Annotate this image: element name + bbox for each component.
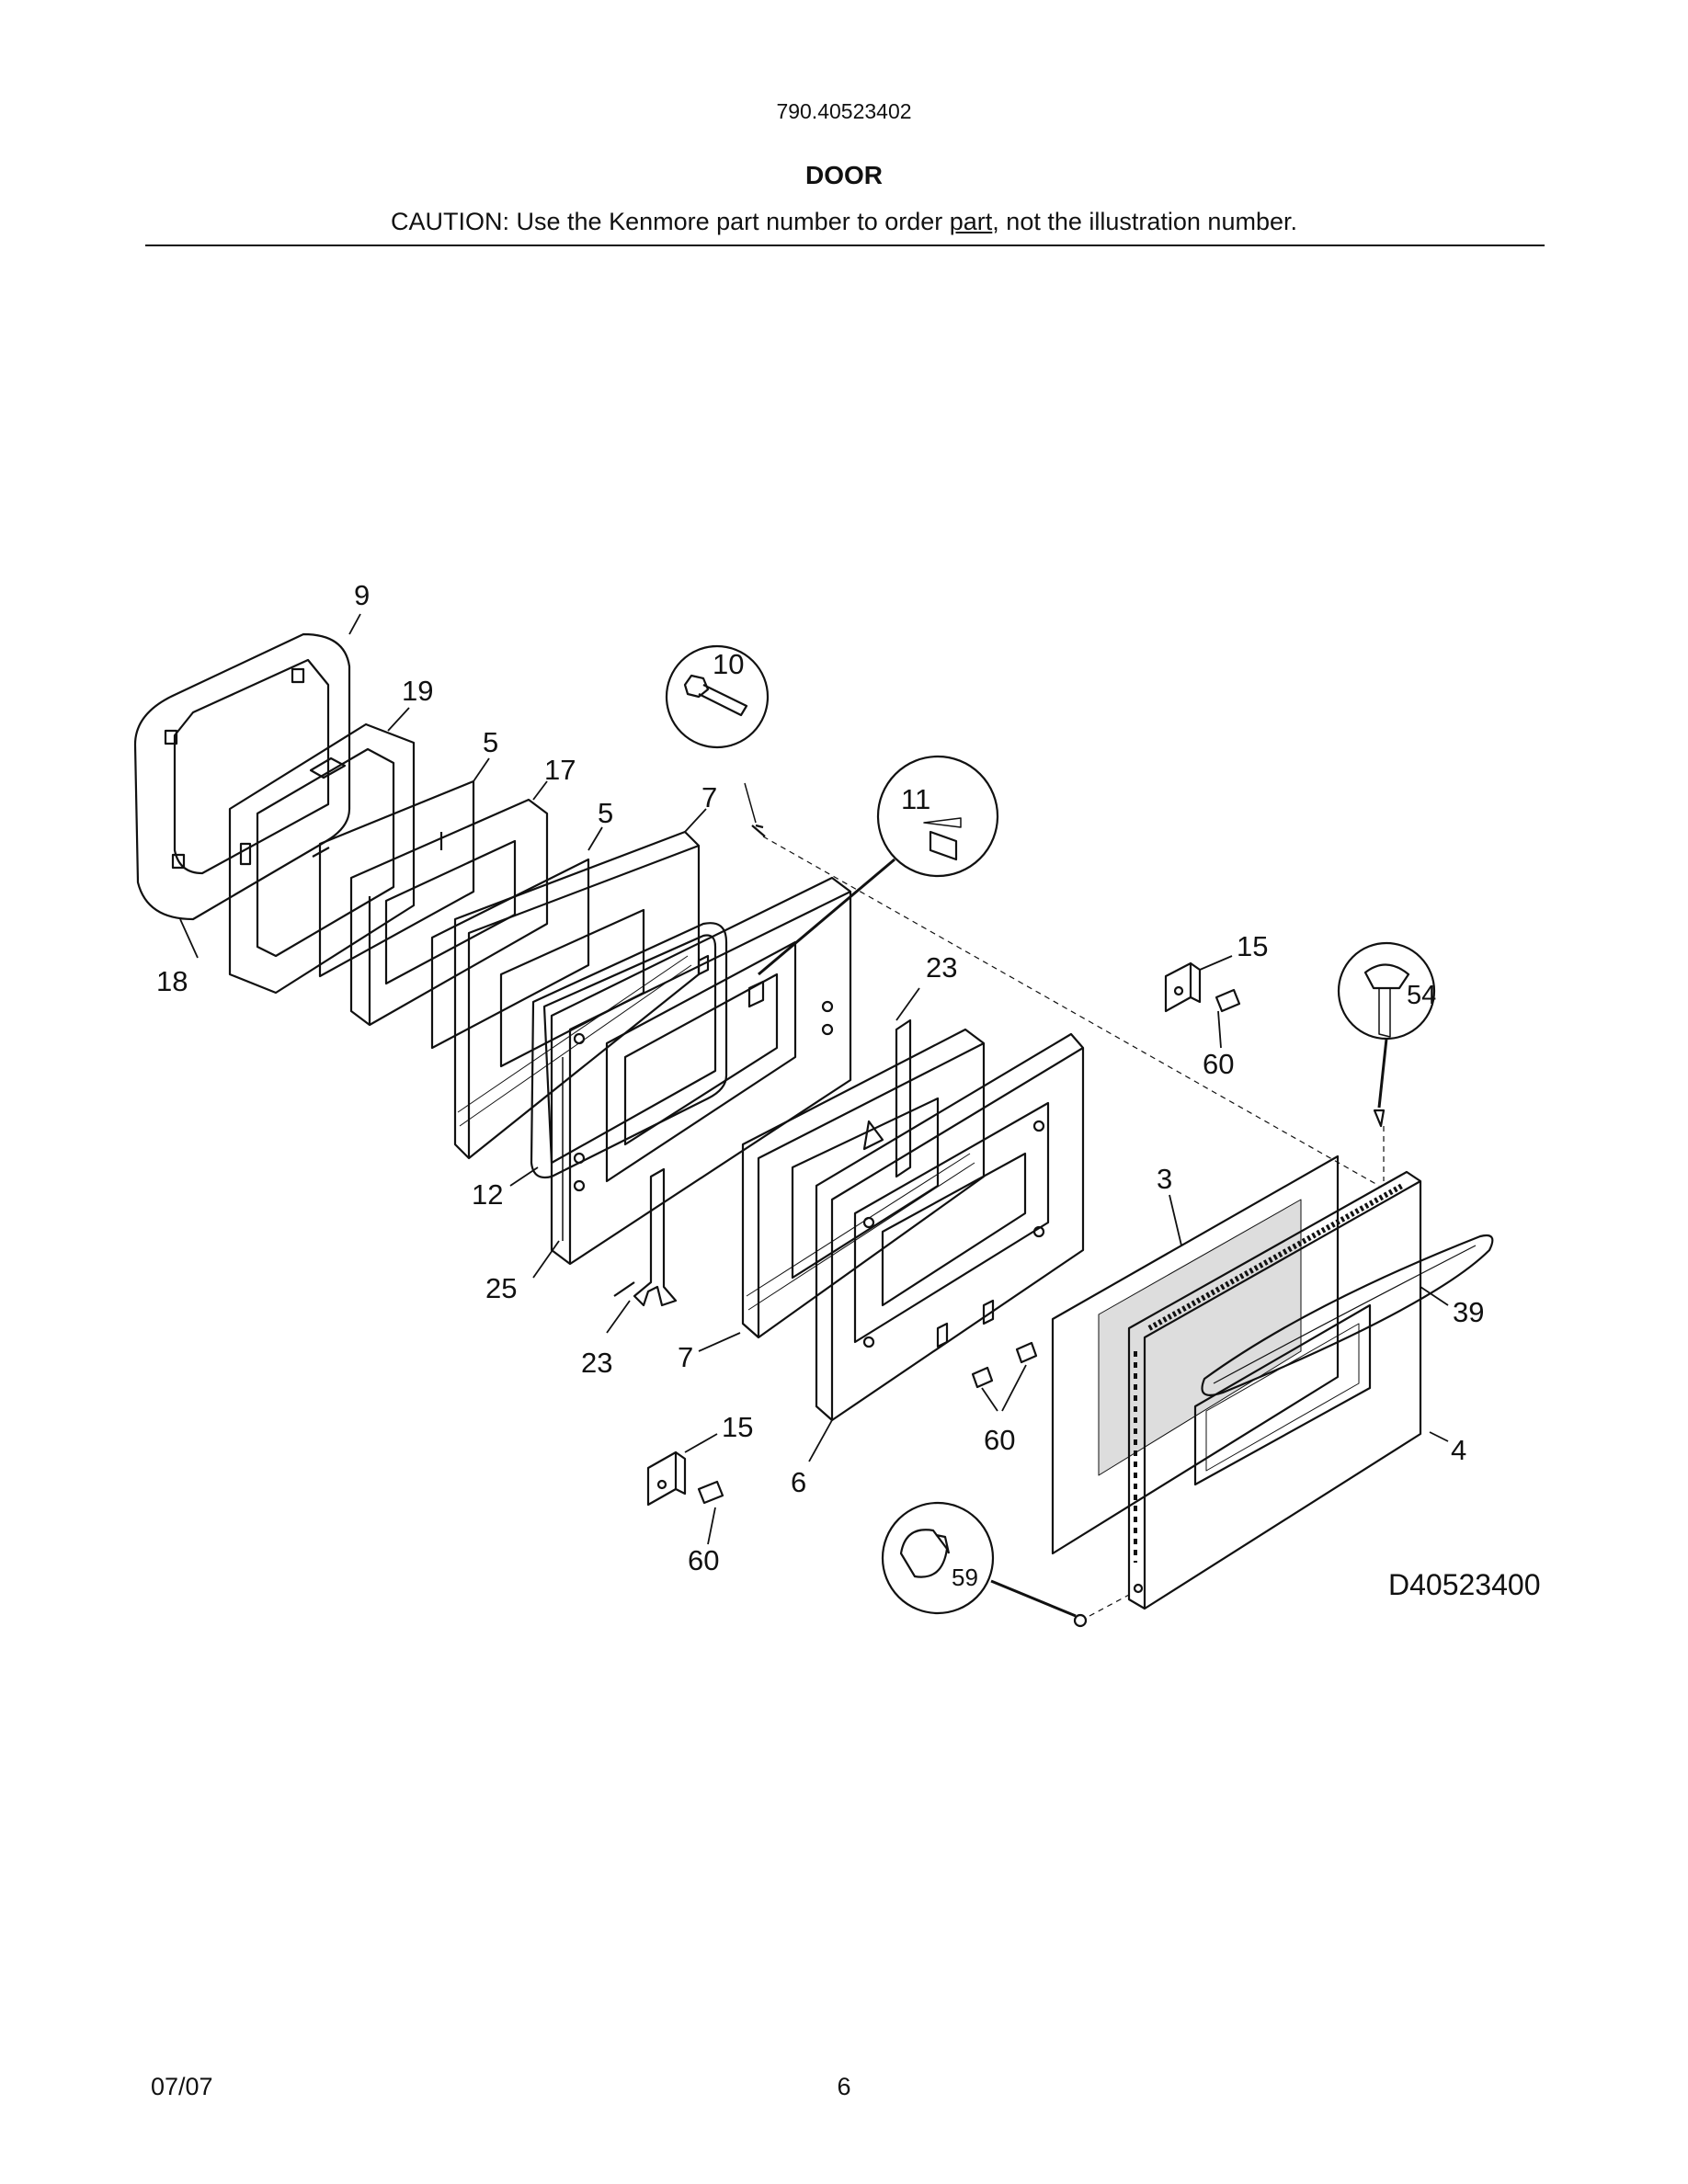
callout-4: 4 bbox=[1451, 1434, 1466, 1466]
insulation-batt-front bbox=[741, 1028, 986, 1339]
hinge-receptacle-clip-lower bbox=[646, 1450, 687, 1507]
caution-text-start: CAUTION: Use the Kenmore part number to … bbox=[391, 208, 950, 235]
callout-6: 6 bbox=[791, 1466, 806, 1498]
glass-panel-front bbox=[430, 858, 590, 1050]
model-number: 790.40523402 bbox=[776, 99, 912, 123]
drawing-id: D40523400 bbox=[1388, 1568, 1540, 1601]
header-rule bbox=[145, 245, 1545, 246]
callout-7-back: 7 bbox=[701, 781, 717, 813]
callout-9: 9 bbox=[354, 579, 370, 611]
assembly-guide-lines bbox=[762, 836, 1385, 1617]
hinge-left bbox=[613, 1167, 678, 1307]
callout-60-upper: 60 bbox=[1203, 1048, 1234, 1080]
callout-12: 12 bbox=[472, 1178, 503, 1211]
outer-door-panel bbox=[1127, 1170, 1422, 1610]
outer-door-glass bbox=[1051, 1155, 1340, 1555]
callout-7-front: 7 bbox=[678, 1341, 693, 1373]
door-handle bbox=[1201, 1234, 1494, 1396]
caution-underlined-word: part bbox=[949, 208, 993, 235]
glass-pack-frame bbox=[349, 798, 549, 1027]
callout-11: 11 bbox=[901, 783, 930, 815]
callout-5-front: 5 bbox=[598, 797, 613, 829]
callout-15-upper: 15 bbox=[1237, 930, 1268, 962]
section-title: DOOR bbox=[805, 161, 883, 189]
callout-60-lower: 60 bbox=[688, 1544, 719, 1576]
glass-panel-back bbox=[318, 779, 475, 978]
screw-54-detail-circle bbox=[1337, 941, 1436, 1128]
callout-18: 18 bbox=[156, 965, 188, 997]
callout-17: 17 bbox=[544, 754, 576, 786]
callout-23-right: 23 bbox=[926, 951, 957, 984]
glide-pads-middle bbox=[971, 1341, 1038, 1389]
callout-39: 39 bbox=[1453, 1296, 1484, 1328]
callout-5-back: 5 bbox=[483, 726, 498, 758]
callout-leaders bbox=[179, 613, 1449, 1545]
callout-54: 54 bbox=[1407, 981, 1436, 1010]
footer-date: 07/07 bbox=[151, 2073, 213, 2100]
caution-text-end: , not the illustration number. bbox=[992, 208, 1297, 235]
glide-pad-upper bbox=[1215, 988, 1241, 1013]
callout-3: 3 bbox=[1157, 1163, 1172, 1195]
callout-10: 10 bbox=[713, 648, 744, 680]
callout-59: 59 bbox=[952, 1564, 978, 1591]
clip-detail-circle bbox=[758, 755, 999, 976]
glide-pad-lower bbox=[697, 1480, 724, 1505]
door-gasket bbox=[530, 922, 728, 1179]
callout-60-middle: 60 bbox=[984, 1424, 1015, 1456]
callout-25: 25 bbox=[485, 1272, 517, 1304]
inner-door-liner bbox=[133, 632, 351, 921]
page-number: 6 bbox=[837, 2073, 851, 2100]
caution-note: CAUTION: Use the Kenmore part number to … bbox=[0, 208, 1688, 236]
callout-19: 19 bbox=[402, 675, 433, 707]
hinge-right bbox=[862, 1018, 912, 1178]
callout-15-lower: 15 bbox=[722, 1411, 753, 1443]
screw-detail-circle bbox=[665, 644, 770, 837]
callout-23-left: 23 bbox=[581, 1347, 612, 1379]
hinge-receptacle-clip-upper bbox=[1164, 961, 1202, 1013]
bumper-detail-circle bbox=[881, 1501, 1088, 1628]
insulation-batt-back bbox=[453, 830, 701, 1160]
door-frame bbox=[815, 1032, 1085, 1422]
